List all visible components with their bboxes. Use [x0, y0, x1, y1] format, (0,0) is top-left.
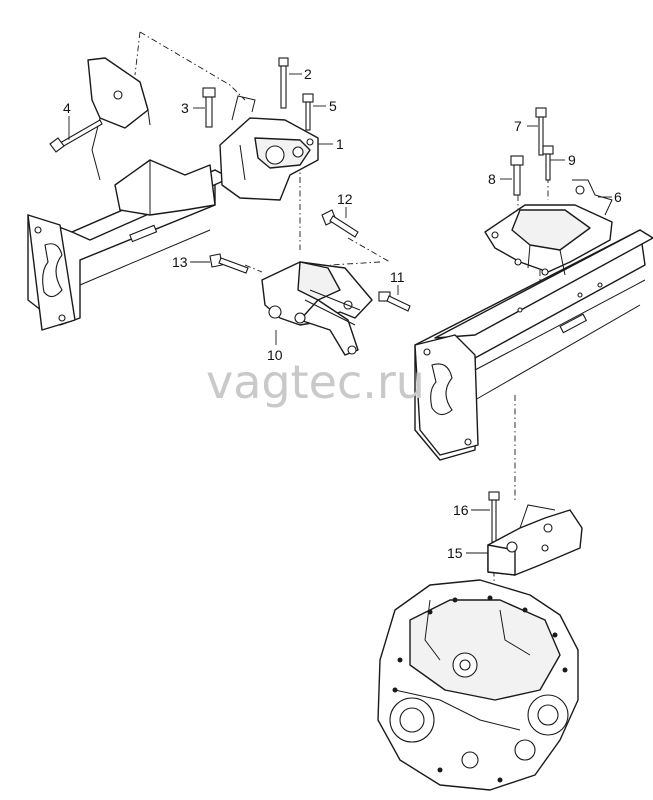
bolt-2 — [278, 57, 289, 109]
gearbox-housing — [377, 579, 579, 791]
callout-7: 7 — [514, 118, 522, 134]
callout-1: 1 — [336, 136, 344, 152]
bolt-7 — [535, 107, 547, 156]
callout-16: 16 — [453, 502, 469, 518]
callout-5: 5 — [329, 98, 337, 114]
bolt-16 — [488, 491, 500, 543]
callout-6: 6 — [614, 189, 622, 205]
callout-11: 11 — [390, 269, 405, 285]
stud-8 — [510, 155, 524, 196]
left-frame-rail — [27, 57, 231, 331]
callout-8: 8 — [488, 171, 496, 187]
callout-9: 9 — [568, 152, 576, 168]
gearbox-mount-6 — [484, 179, 613, 276]
pendulum-bracket-10 — [261, 261, 373, 356]
leader-lines — [68, 73, 612, 554]
callout-3: 3 — [181, 100, 189, 116]
gearbox-bracket-15 — [487, 504, 583, 576]
stud-3 — [202, 87, 216, 128]
bolt-4 — [49, 119, 103, 153]
callout-4: 4 — [63, 100, 71, 116]
callout-2: 2 — [304, 66, 312, 82]
callout-labels: 1 2 3 4 5 6 7 8 9 10 11 12 13 15 16 — [63, 66, 622, 561]
bolt-12 — [321, 209, 359, 238]
callout-12: 12 — [337, 191, 353, 207]
bolt-9 — [542, 145, 554, 181]
callout-15: 15 — [447, 545, 463, 561]
bolt-11 — [378, 291, 411, 312]
bolt-5 — [302, 93, 314, 131]
engine-mount-1 — [219, 95, 319, 201]
watermark-text: vagtec.ru — [206, 355, 425, 409]
callout-10: 10 — [267, 347, 283, 363]
callout-13: 13 — [172, 254, 188, 270]
bolt-13 — [209, 253, 249, 274]
right-frame-rail — [414, 229, 653, 461]
